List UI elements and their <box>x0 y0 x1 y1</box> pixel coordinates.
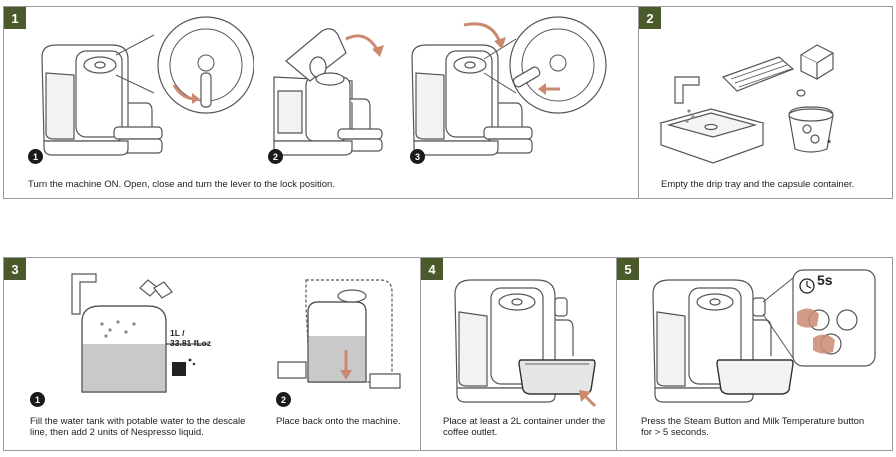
machine-lever-lock-illustration <box>411 16 607 156</box>
step-4-caption: Place at least a 2L container under the … <box>443 416 606 438</box>
step-3-panel: 3 1L / 33.81 fLoz 1 <box>3 257 421 451</box>
step-5-caption: Press the Steam Button and Milk Temperat… <box>641 416 865 438</box>
step-5-badge: 5 <box>617 258 639 280</box>
step-4-panel: 4 Place at least a 2L container under th… <box>420 257 617 451</box>
step-2-badge: 2 <box>639 7 661 29</box>
machine-lid-open-illustration <box>273 28 384 156</box>
substep-3-1-number: 1 <box>30 392 45 407</box>
step-4-badge: 4 <box>421 258 443 280</box>
tank-placement-illustration <box>277 279 401 389</box>
timer-label: 5s <box>817 272 833 288</box>
step-1-caption: Turn the machine ON. Open, close and tur… <box>28 179 335 190</box>
volume-label-line1: 1L / <box>170 328 185 338</box>
empty-drip-tray-illustration: * <box>658 44 835 164</box>
substep-2-number: 2 <box>268 149 283 164</box>
svg-text:*: * <box>827 138 832 150</box>
steam-buttons-illustration <box>652 269 876 403</box>
step-3-badge: 3 <box>4 258 26 280</box>
machine-lever-open-illustration <box>41 16 254 156</box>
step-5-panel: 5 5s Press the Steam Button and Milk Tem… <box>616 257 893 451</box>
step-1-badge: 1 <box>4 7 26 29</box>
container-under-outlet-illustration <box>454 279 597 408</box>
descale-line-label: 1L / 33.81 fLoz <box>170 328 211 348</box>
step-1-panel: 1 1 <box>3 6 639 199</box>
step-2-caption: Empty the drip tray and the capsule cont… <box>661 179 855 190</box>
step-2-panel: 2 * Empty the drip tr <box>638 6 893 199</box>
substep-1-number: 1 <box>28 149 43 164</box>
step-3-caption-b: Place back onto the machine. <box>276 416 401 427</box>
substep-3-number: 3 <box>410 149 425 164</box>
substep-3-2-number: 2 <box>276 392 291 407</box>
water-tank-fill-illustration <box>71 273 208 393</box>
step-3-caption-a: Fill the water tank with potable water t… <box>30 416 246 438</box>
volume-label-line2: 33.81 fLoz <box>170 338 212 348</box>
